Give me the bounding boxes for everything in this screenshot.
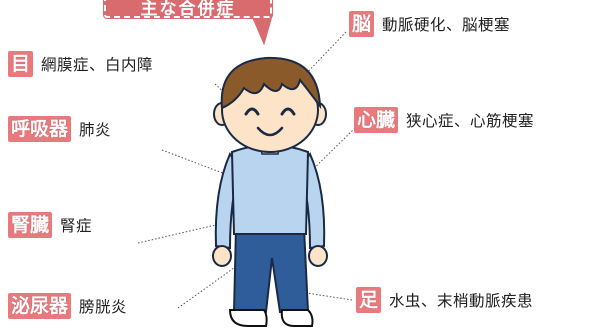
- complication-text-eye: 網膜症、白内障: [41, 56, 154, 74]
- callout-lung: 呼吸器 肺炎: [8, 116, 111, 142]
- callout-urinary: 泌尿器 膀胱炎: [8, 293, 127, 319]
- title-bubble: 主な合併症: [103, 0, 273, 19]
- title-bubble-tail: [251, 15, 273, 46]
- leader-line-brain: [299, 31, 347, 81]
- complication-text-urinary: 膀胱炎: [79, 298, 128, 316]
- organ-badge-urinary: 泌尿器: [8, 293, 72, 319]
- callout-foot: 足 水虫、末梢動脈疾患: [356, 287, 533, 313]
- shirt: [230, 144, 310, 235]
- callout-kidney: 腎臓 腎症: [8, 212, 92, 238]
- complication-text-lung: 肺炎: [79, 121, 112, 139]
- organ-badge-brain: 脳: [349, 11, 375, 37]
- boy-figure: [212, 56, 328, 327]
- organ-badge-heart: 心臓: [354, 107, 399, 133]
- organ-badge-eye: 目: [8, 51, 34, 77]
- hair: [220, 56, 322, 110]
- organ-badge-kidney: 腎臓: [8, 212, 53, 238]
- callout-heart: 心臓 狭心症、心筋梗塞: [354, 107, 534, 133]
- leader-line-lung: [161, 149, 263, 189]
- organ-badge-lung: 呼吸器: [8, 116, 72, 142]
- complication-text-kidney: 腎症: [60, 217, 93, 235]
- organ-badge-foot: 足: [356, 287, 382, 313]
- complication-text-brain: 動脈硬化、脳梗塞: [382, 16, 511, 34]
- complication-text-foot: 水虫、末梢動脈疾患: [389, 292, 534, 310]
- callout-brain: 脳 動脈硬化、脳梗塞: [349, 11, 510, 37]
- complication-text-heart: 狭心症、心筋梗塞: [406, 112, 535, 130]
- pants: [232, 227, 310, 313]
- shoes: [228, 309, 314, 327]
- callout-eye: 目 網膜症、白内障: [8, 51, 153, 77]
